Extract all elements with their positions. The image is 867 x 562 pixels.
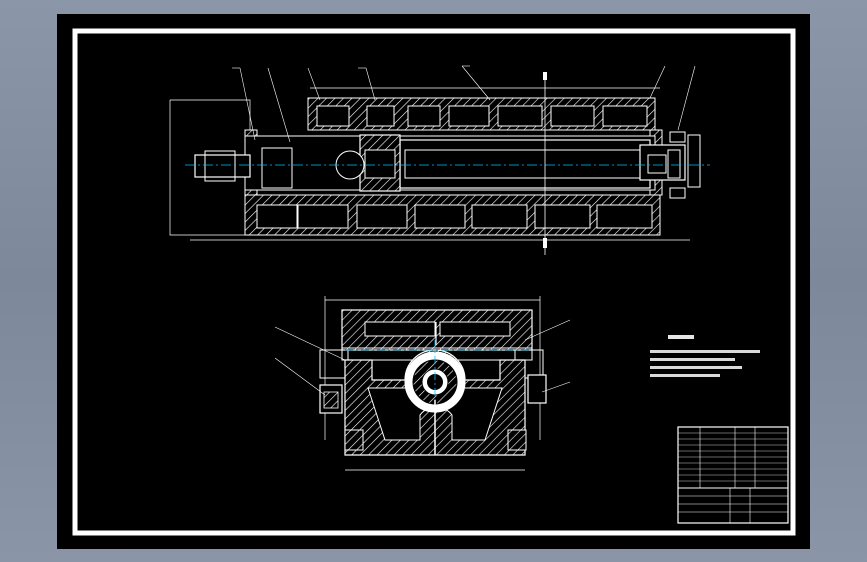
top-section-view — [169, 65, 710, 255]
technical-notes — [650, 335, 760, 377]
title-block — [677, 426, 789, 524]
front-section-view — [274, 296, 571, 471]
sheet-outer — [57, 14, 810, 549]
sheet-border — [72, 28, 796, 536]
